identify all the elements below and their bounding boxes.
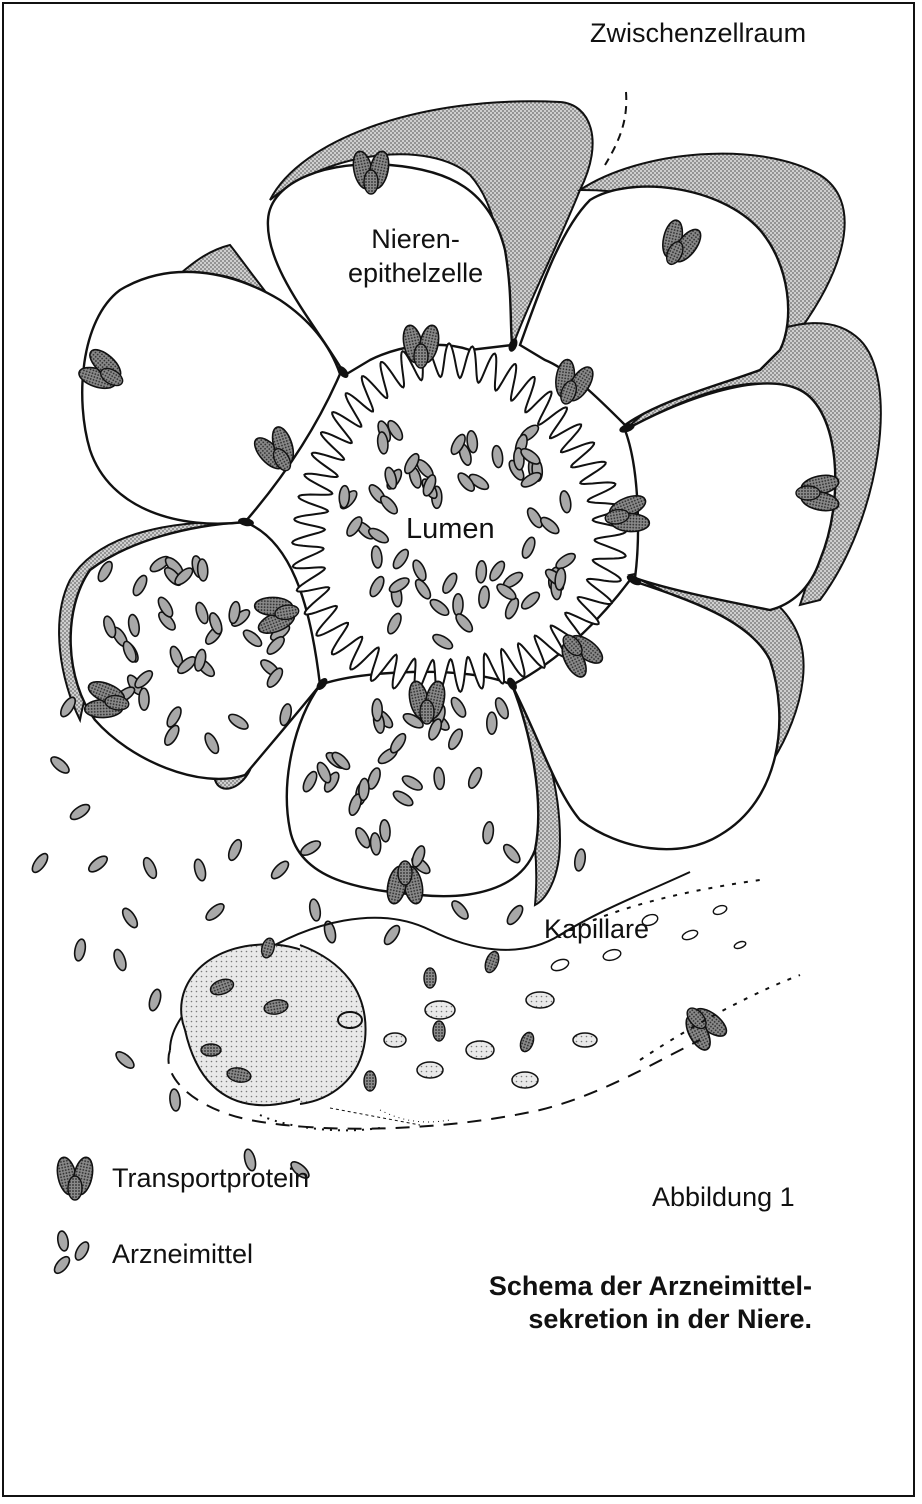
drug-molecule	[68, 802, 92, 823]
legend-item-transport-protein: Transportprotein	[48, 1150, 309, 1206]
figure-number: Abbildung 1	[652, 1182, 795, 1213]
drug-molecule	[141, 856, 159, 880]
drug-molecule	[147, 988, 163, 1012]
capillary-label: Kapillare	[544, 914, 649, 945]
drug-molecule	[139, 688, 149, 710]
drug-molecule	[573, 848, 586, 871]
caption-line1: Schema der Arzneimittel-	[489, 1270, 812, 1303]
drug-molecule	[73, 938, 87, 962]
epithelial-cell-label: Nieren- epithelzelle	[348, 222, 483, 290]
drug-molecule	[112, 948, 129, 972]
drug-molecule	[453, 594, 463, 616]
drug-molecule	[487, 712, 497, 734]
epithelial-cell-label-line1: Nieren-	[348, 222, 483, 256]
drug-molecule	[192, 858, 207, 882]
drug-molecule	[372, 699, 382, 721]
drug-molecule	[449, 898, 471, 921]
drug-molecule-icon	[48, 1227, 102, 1281]
legend-item-drug: Arzneimittel	[48, 1226, 253, 1282]
drug-molecule	[382, 923, 403, 947]
transport-protein-icon	[48, 1151, 102, 1205]
caption-line2: sekretion in der Niere.	[489, 1303, 812, 1336]
lumen-label: Lumen	[406, 513, 495, 546]
drug-molecule	[203, 901, 226, 923]
drug-molecule	[308, 898, 322, 921]
figure-caption: Schema der Arzneimittel- sekretion in de…	[489, 1270, 812, 1336]
drug-molecule	[269, 859, 291, 882]
legend-label: Transportprotein	[112, 1163, 309, 1194]
drug-molecule	[86, 853, 109, 874]
transport-protein	[673, 996, 733, 1057]
capillary	[168, 872, 800, 1130]
drug-molecule	[113, 1049, 136, 1071]
drug-molecule	[339, 485, 350, 507]
drug-molecule	[226, 838, 244, 862]
epithelial-cell-label-line2: epithelzelle	[348, 256, 483, 290]
drug-molecule	[120, 906, 140, 930]
drug-molecule	[29, 851, 50, 875]
drug-molecule	[476, 561, 487, 583]
drug-molecule	[504, 903, 525, 927]
legend-label: Arzneimittel	[112, 1239, 253, 1270]
intercellular-space-label: Zwischenzellraum	[590, 18, 806, 49]
leader-line	[605, 92, 626, 165]
drug-molecule	[48, 754, 71, 776]
drug-molecule	[169, 1089, 181, 1112]
